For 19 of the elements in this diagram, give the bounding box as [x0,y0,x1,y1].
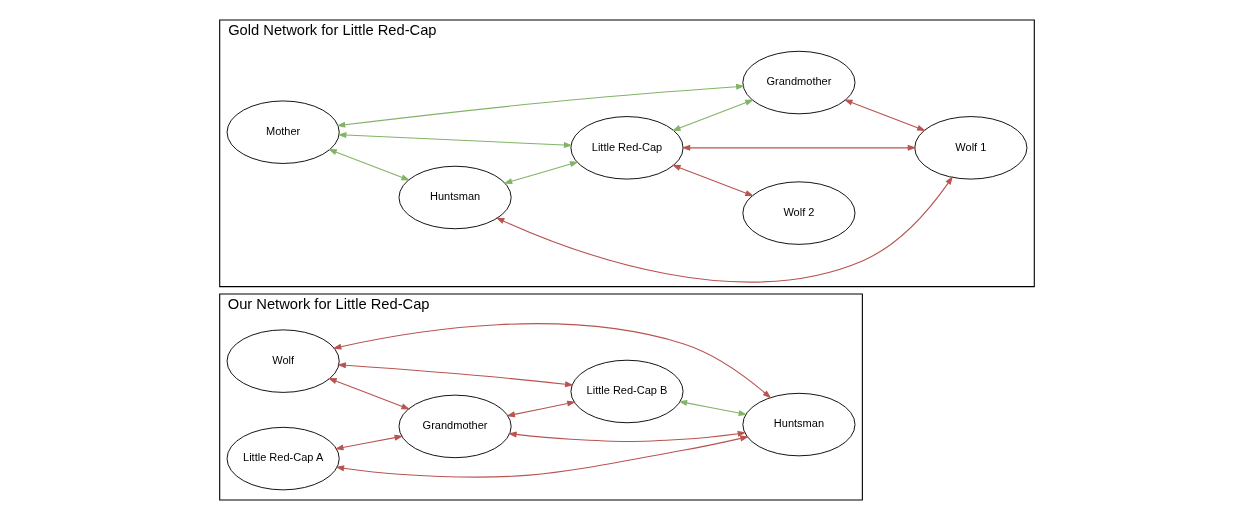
node-ellipse: Little Red-Cap A [226,426,340,490]
arrow [334,434,403,450]
arrow [336,83,745,128]
arrow [334,435,749,478]
arrow [507,430,746,442]
arrow [332,322,771,398]
arrow [327,148,410,181]
arrow [681,144,916,151]
arrow [677,399,747,416]
arrow [327,377,410,409]
arrow [336,361,574,387]
arrow [671,164,754,196]
arrow [337,131,572,148]
arrow [503,160,579,184]
node-ellipse: Little Red-Cap B [569,359,684,423]
arrow [495,175,953,282]
arrow [505,400,576,417]
arrow [671,99,754,131]
arrow [843,98,926,131]
